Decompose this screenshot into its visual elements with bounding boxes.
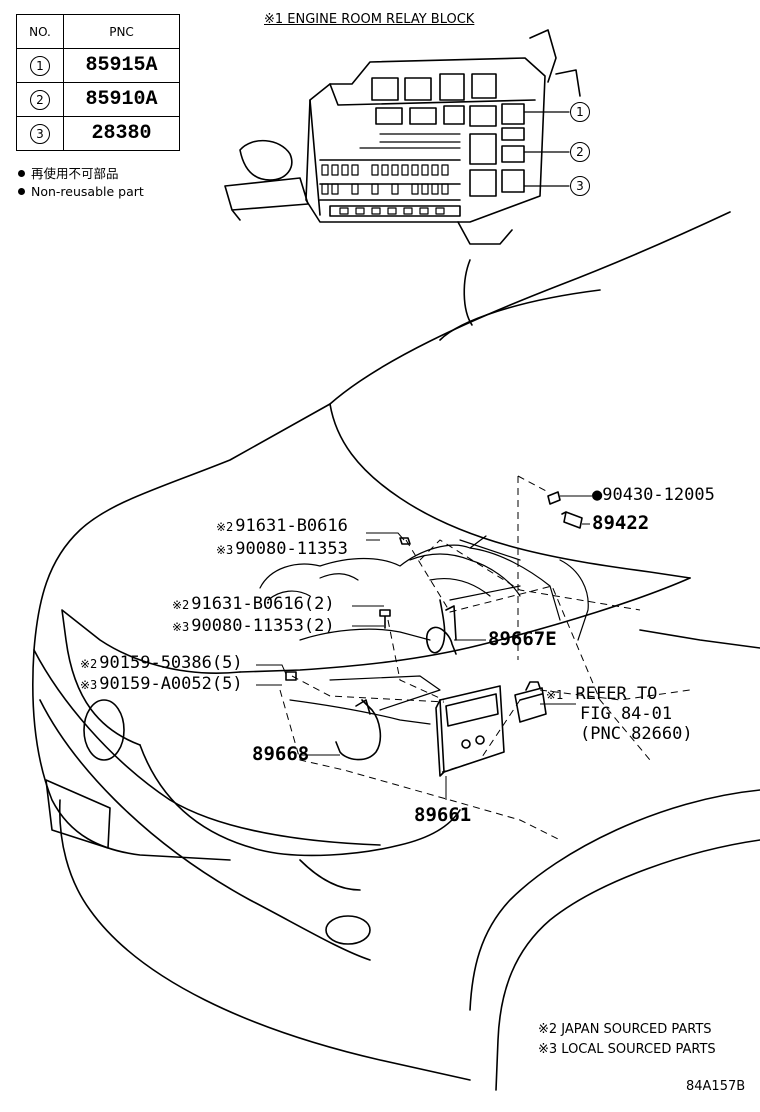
car-body-drawing [32, 211, 760, 1091]
table-row: 1 85915A [16, 48, 180, 83]
header-no: NO. [16, 14, 64, 49]
figure-code: 84A157B [686, 1079, 746, 1094]
callout-1: 1 [570, 102, 590, 122]
label-89667e: 89667E [488, 628, 557, 650]
bullet-dot-icon [18, 170, 25, 177]
headlight-drawing [83, 699, 125, 761]
row-number: 3 [30, 124, 50, 144]
label-pnc-82660: (PNC 82660) [580, 724, 693, 744]
note-en: Non-reusable part [18, 185, 144, 199]
label-89422: 89422 [592, 512, 650, 534]
callout-2: 2 [570, 142, 590, 162]
table-header-row: NO. PNC [16, 14, 180, 49]
pnc-table: NO. PNC 1 85915A 2 85910A 3 28380 [16, 14, 180, 151]
table-row: 3 28380 [16, 116, 180, 151]
label-89668: 89668 [252, 743, 310, 765]
row-number: 2 [30, 90, 50, 110]
row-pnc: 28380 [91, 122, 152, 145]
label-90430-12005: ●90430-12005 [592, 485, 715, 505]
row-pnc: 85910A [85, 88, 158, 111]
footnote-japan: ※2 JAPAN SOURCED PARTS [538, 1022, 712, 1037]
sensor-drawing [561, 511, 583, 529]
ecu-drawing [435, 685, 505, 777]
relay-block-title: ※1 ENGINE ROOM RELAY BLOCK [264, 12, 475, 27]
fog-lamp-drawing [325, 915, 371, 945]
callout-3: 3 [570, 176, 590, 196]
note-jp: 再使用不可部品 [18, 167, 119, 181]
relay-drawing [514, 681, 547, 723]
header-pnc: PNC [63, 14, 180, 49]
label-refer-to: ※1 REFER TO [546, 684, 658, 704]
row-pnc: 85915A [85, 54, 158, 77]
bullet-dot-icon [18, 188, 25, 195]
relay-block-drawing [224, 29, 581, 245]
clip-drawing [547, 491, 561, 505]
footnote-local: ※3 LOCAL SOURCED PARTS [538, 1042, 716, 1057]
row-number: 1 [30, 56, 50, 76]
table-row: 2 85910A [16, 82, 180, 117]
label-89661: 89661 [414, 804, 472, 826]
label-fig-84-01: FIG 84-01 [580, 704, 673, 724]
